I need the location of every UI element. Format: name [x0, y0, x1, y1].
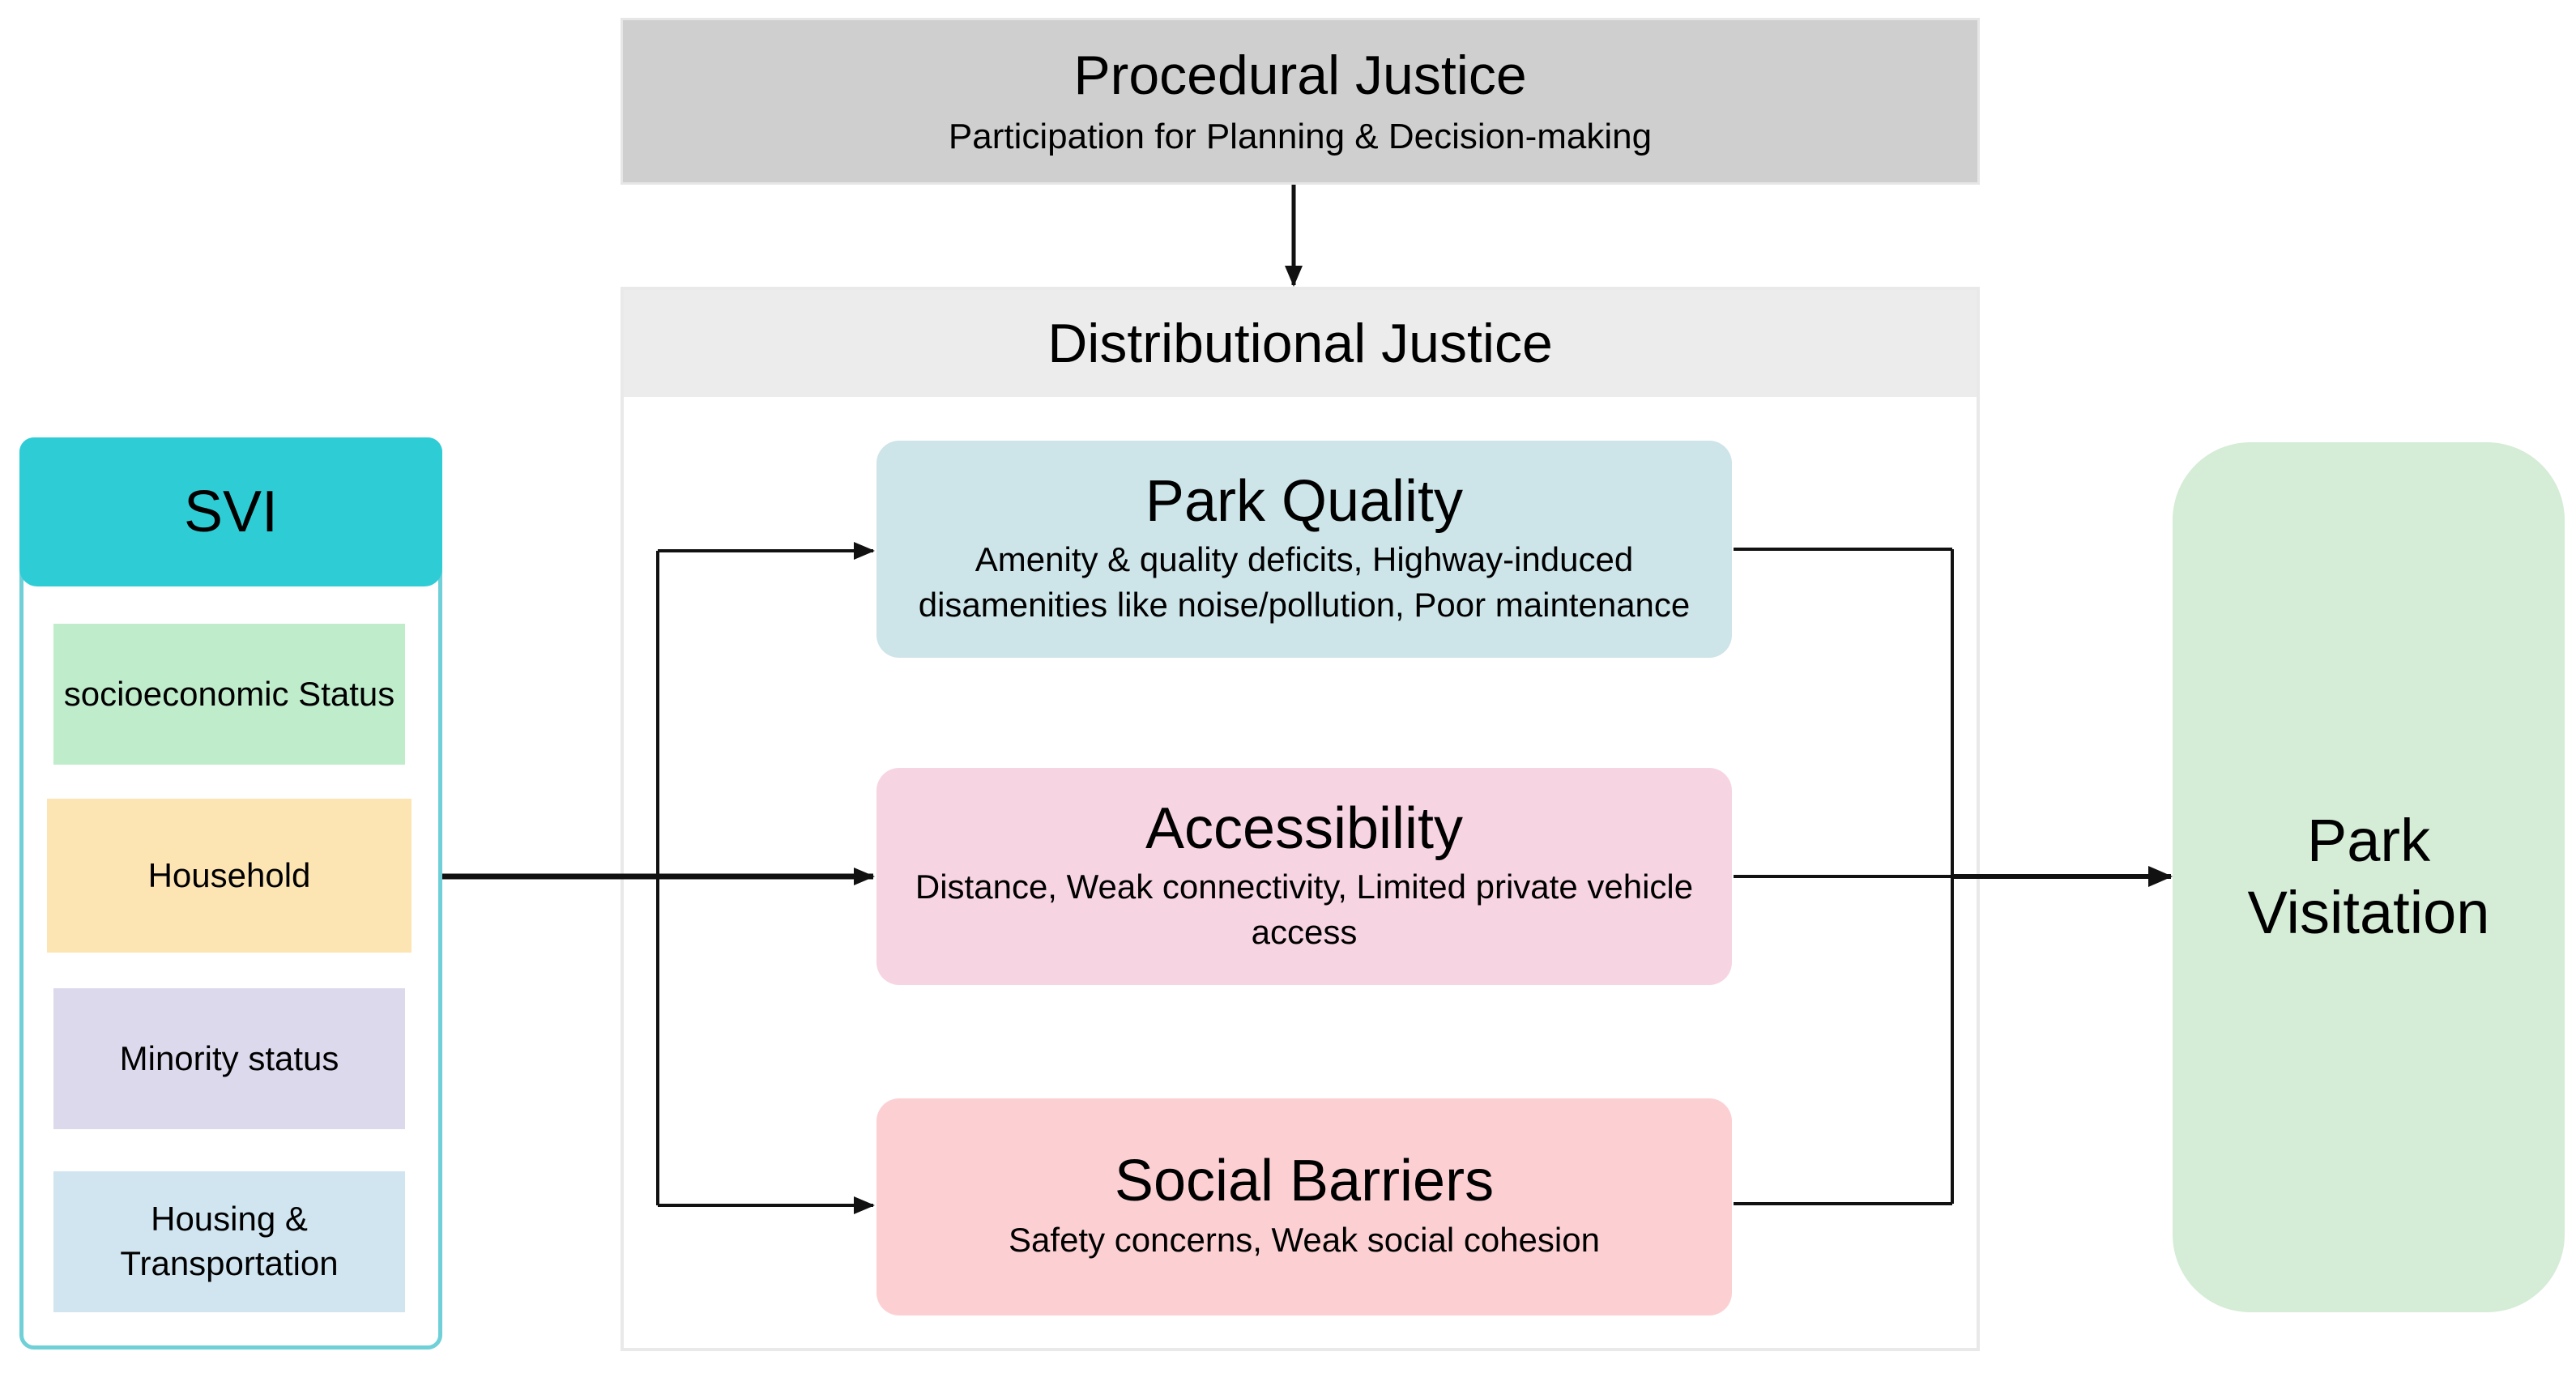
distributional-justice-title: Distributional Justice	[624, 290, 1977, 397]
social-barriers-title: Social Barriers	[1114, 1149, 1495, 1214]
park-quality-title: Park Quality	[1145, 468, 1464, 534]
park-quality-description: Amenity & quality deficits, Highway-indu…	[918, 540, 1691, 624]
accessibility-title: Accessibility	[1145, 795, 1464, 861]
park-visitation-title: Park Visitation	[2247, 807, 2490, 946]
procedural-justice-subtitle: Participation for Planning & Decision-ma…	[948, 117, 1653, 157]
svi-item-minority-status: Minority status	[53, 988, 405, 1129]
social-barriers-description: Safety concerns, Weak social cohesion	[1009, 1221, 1600, 1260]
accessibility-description: Distance, Weak connectivity, Limited pri…	[915, 868, 1694, 951]
procedural-justice-box: Procedural Justice Participation for Pla…	[621, 18, 1980, 185]
social-barriers-box: Social Barriers Safety concerns, Weak so…	[876, 1098, 1732, 1315]
park-visitation-box: Park Visitation	[2173, 442, 2565, 1312]
procedural-justice-title: Procedural Justice	[1073, 44, 1527, 106]
accessibility-box: Accessibility Distance, Weak connectivit…	[876, 768, 1732, 985]
svi-item-housing-transportation: Housing & Transportation	[53, 1171, 405, 1312]
svi-item-household: Household	[47, 799, 412, 953]
svi-title: SVI	[19, 437, 442, 586]
park-quality-box: Park Quality Amenity & quality deficits,…	[876, 441, 1732, 658]
svi-item-socioeconomic-status: socioeconomic Status	[53, 624, 405, 765]
